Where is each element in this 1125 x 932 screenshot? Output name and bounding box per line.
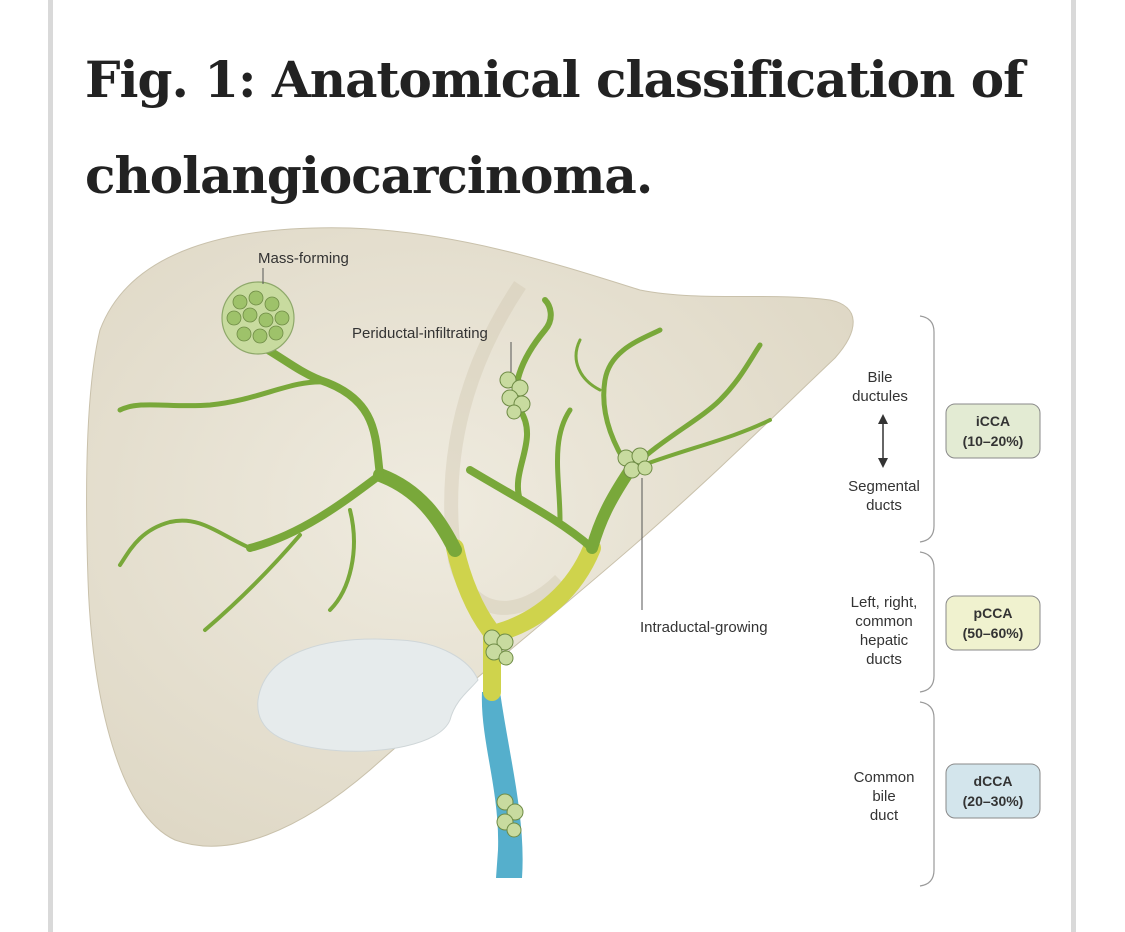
dcca-range: (20–30%) xyxy=(963,793,1024,809)
icca-range: (10–20%) xyxy=(963,433,1024,449)
classification-panel: Bile ductules Segmental ducts Left, righ… xyxy=(848,315,1041,887)
level-segmental-1: Segmental xyxy=(848,478,920,495)
common-bile-duct xyxy=(481,692,523,878)
level-hepatic-1: Left, right, xyxy=(851,594,918,611)
pcca-name: pCCA xyxy=(974,605,1013,621)
dcca-box: dCCA (20–30%) xyxy=(945,763,1041,819)
level-bile-ductules-2: ductules xyxy=(852,388,908,405)
level-cbd-1: Common xyxy=(854,769,915,786)
pcca-box: pCCA (50–60%) xyxy=(945,595,1041,651)
tumor-periductal xyxy=(499,371,531,420)
left-frame-border xyxy=(48,0,53,932)
level-hepatic-4: ducts xyxy=(866,651,902,668)
level-hepatic-2: common xyxy=(855,613,913,630)
level-segmental-2: ducts xyxy=(866,497,902,514)
tumor-intraductal xyxy=(617,447,653,479)
level-cbd-2: bile xyxy=(872,788,895,805)
bracket-distal xyxy=(919,701,935,887)
level-hepatic-3: hepatic xyxy=(860,632,909,649)
pcca-range: (50–60%) xyxy=(963,625,1024,641)
tumor-distal xyxy=(496,793,524,838)
icca-name: iCCA xyxy=(976,413,1010,429)
level-cbd-3: duct xyxy=(870,807,899,824)
periductal-label: Periductal-infiltrating xyxy=(352,325,488,342)
tumor-mass-forming xyxy=(221,281,295,355)
liver-shape xyxy=(86,227,854,847)
intraductal-label: Intraductal-growing xyxy=(640,619,768,636)
bracket-perihilar xyxy=(919,551,935,693)
tumor-hilar xyxy=(483,629,514,666)
right-frame-border xyxy=(1071,0,1076,932)
icca-box: iCCA (10–20%) xyxy=(945,403,1041,459)
mass-forming-label: Mass-forming xyxy=(258,250,349,267)
intrahepatic-ducts xyxy=(117,297,772,632)
level-bile-ductules-1: Bile xyxy=(867,369,892,386)
bracket-intrahepatic xyxy=(919,315,935,543)
figure-title: Fig. 1: Anatomical classification of cho… xyxy=(85,50,1025,205)
dcca-name: dCCA xyxy=(974,773,1013,789)
gallbladder xyxy=(257,638,479,752)
double-arrow-icon xyxy=(878,414,888,468)
